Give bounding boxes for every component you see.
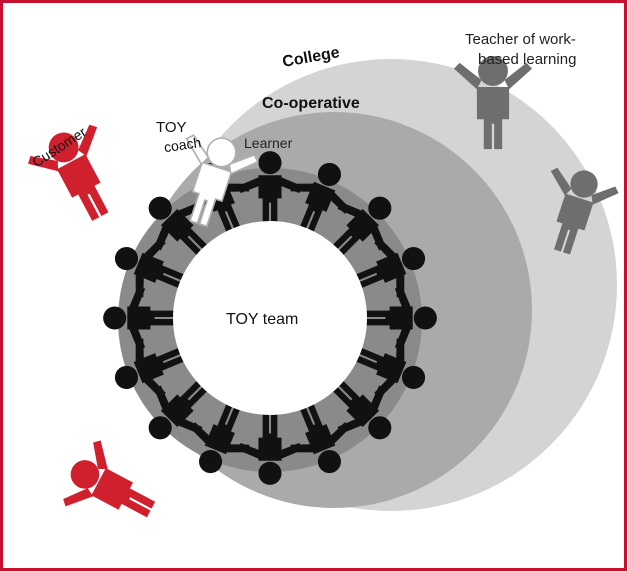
toy-team-center — [173, 221, 367, 415]
toy-team-label: TOY team — [226, 311, 298, 328]
customer-figure-2 — [54, 434, 169, 543]
learner-label: Learner — [244, 135, 293, 151]
teacher-label-line1: Teacher of work- — [465, 31, 576, 48]
toy-coach-label-line2: coach — [163, 134, 202, 155]
cooperative-label: Co-operative — [262, 95, 360, 112]
teacher-label-line2: based learning — [478, 51, 576, 68]
toy-coach-label-line1: TOY — [156, 119, 187, 136]
